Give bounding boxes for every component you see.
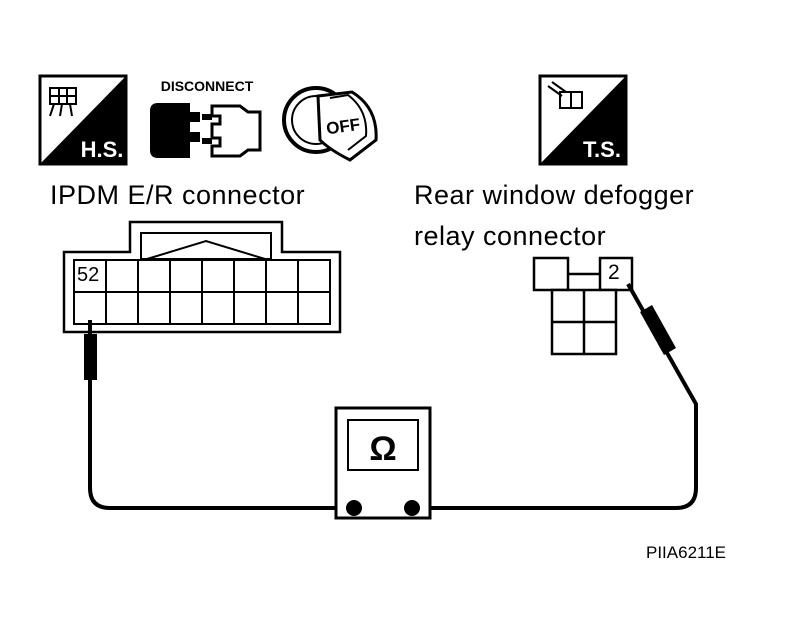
ohm-symbol: Ω (369, 430, 396, 468)
off-caption: OFF (325, 115, 361, 139)
ohmmeter: Ω (334, 406, 432, 520)
ipdm-pin-label: 52 (77, 264, 100, 286)
ipdm-connector (62, 220, 342, 334)
relay-connector (532, 256, 634, 356)
relay-connector-title-line2: relay connector (414, 221, 607, 251)
right-probe-lead (412, 283, 698, 510)
meter-terminal-right (404, 500, 420, 516)
ipdm-connector-title: IPDM E/R connector (50, 180, 306, 210)
relay-pin-label: 2 (608, 261, 620, 284)
ignition-off-icon: OFF (282, 86, 378, 162)
meter-terminal-left (346, 500, 362, 516)
relay-connector-title-line1: Rear window defogger (414, 180, 695, 210)
figure-code: PIIA6211E (646, 543, 727, 562)
disconnect-caption: DISCONNECT (161, 78, 254, 94)
left-probe-lead (84, 320, 350, 510)
hs-icon: H.S. (38, 74, 128, 166)
ts-caption: T.S. (583, 137, 621, 162)
disconnect-icon: DISCONNECT (150, 78, 262, 158)
hs-caption: H.S. (81, 137, 124, 162)
ts-icon: T.S. (538, 74, 628, 166)
